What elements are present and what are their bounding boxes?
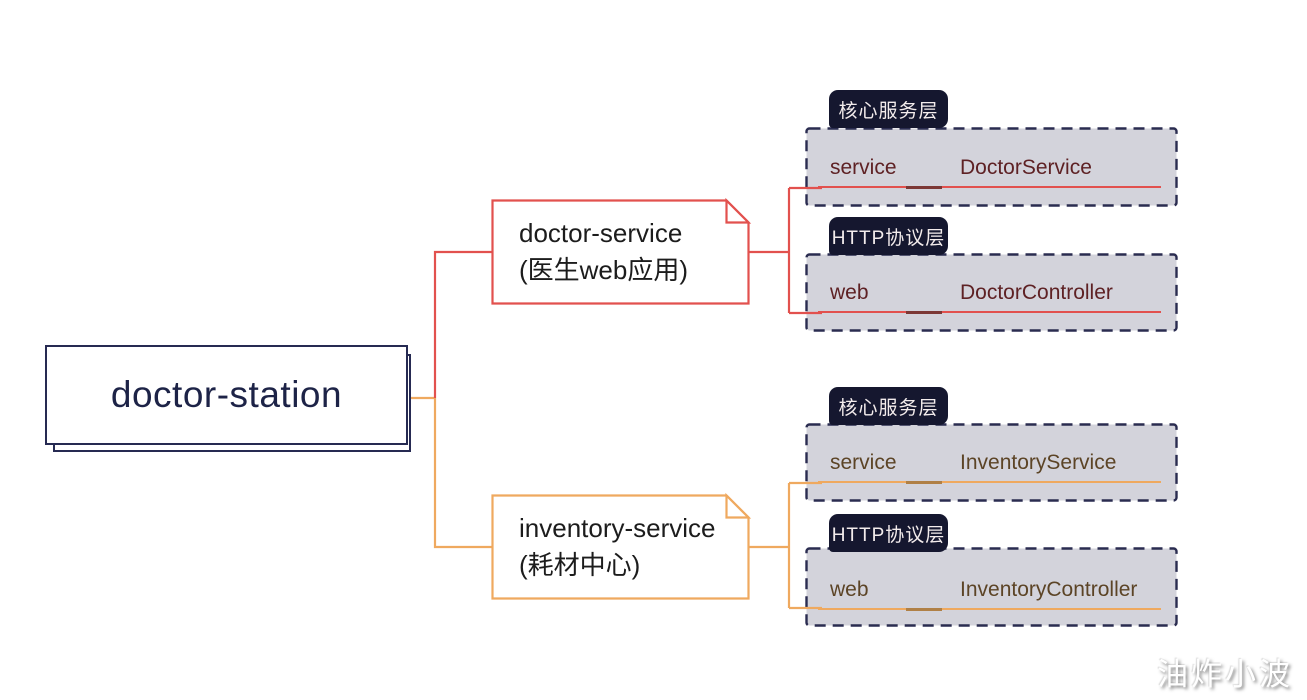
- doctor-service-node-shape: [491, 199, 750, 305]
- branch-title: inventory-service: [519, 512, 716, 543]
- connector-doctor-children: [748, 186, 822, 315]
- watermark: 油炸小波: [1157, 657, 1293, 692]
- topic-class[interactable]: DoctorController: [960, 281, 1113, 304]
- root-node-doctor-station[interactable]: doctor-station: [45, 345, 408, 445]
- topic-module[interactable]: web: [830, 281, 869, 304]
- tag-label: HTTP协议层: [831, 524, 946, 546]
- doctor-service-fold-icon: [725, 197, 752, 224]
- topic-row-doctor-web-layer: web DoctorController: [818, 275, 1161, 314]
- branch-subtitle: (耗材中心): [519, 549, 641, 580]
- root-node-label: doctor-station: [110, 374, 343, 415]
- tag-label: HTTP协议层: [831, 227, 946, 249]
- connector-root-to-inventory: [433, 398, 492, 549]
- inventory-service-fold-icon: [725, 492, 752, 519]
- tag-doctor-core-layer[interactable]: 核心服务层: [829, 90, 948, 128]
- branch-subtitle: (医生web应用): [519, 254, 689, 285]
- topic-module[interactable]: service: [830, 451, 897, 474]
- topic-module[interactable]: web: [830, 578, 869, 601]
- boundary-inventory-http[interactable]: [805, 547, 1178, 627]
- tag-inventory-core-layer[interactable]: 核心服务层: [829, 387, 948, 425]
- topic-row-inventory-service-layer: service InventoryService: [818, 445, 1161, 484]
- tag-doctor-http-layer[interactable]: HTTP协议层: [829, 217, 948, 255]
- topic-class[interactable]: InventoryService: [960, 451, 1117, 474]
- topic-module[interactable]: service: [830, 156, 897, 179]
- tag-label: 核心服务层: [838, 397, 939, 419]
- branch-node-inventory-service[interactable]: inventory-service (耗材中心): [492, 495, 748, 598]
- branch-node-doctor-service[interactable]: doctor-service (医生web应用): [492, 200, 748, 303]
- underline-overlap: [906, 311, 942, 314]
- topic-row-doctor-service-layer: service DoctorService: [818, 150, 1161, 189]
- topic-class[interactable]: DoctorService: [960, 156, 1092, 179]
- underline-overlap: [906, 481, 942, 484]
- underline-overlap: [906, 186, 942, 189]
- inventory-service-node-shape: [491, 494, 750, 600]
- tag-inventory-http-layer[interactable]: HTTP协议层: [829, 514, 948, 552]
- topic-row-inventory-web-layer: web InventoryController: [818, 572, 1161, 611]
- branch-title: doctor-service: [519, 217, 683, 248]
- connector-inventory-children: [748, 481, 822, 610]
- connector-root-to-doctor: [433, 250, 492, 398]
- underline-overlap: [906, 608, 942, 611]
- tag-label: 核心服务层: [838, 100, 939, 122]
- topic-class[interactable]: InventoryController: [960, 578, 1138, 601]
